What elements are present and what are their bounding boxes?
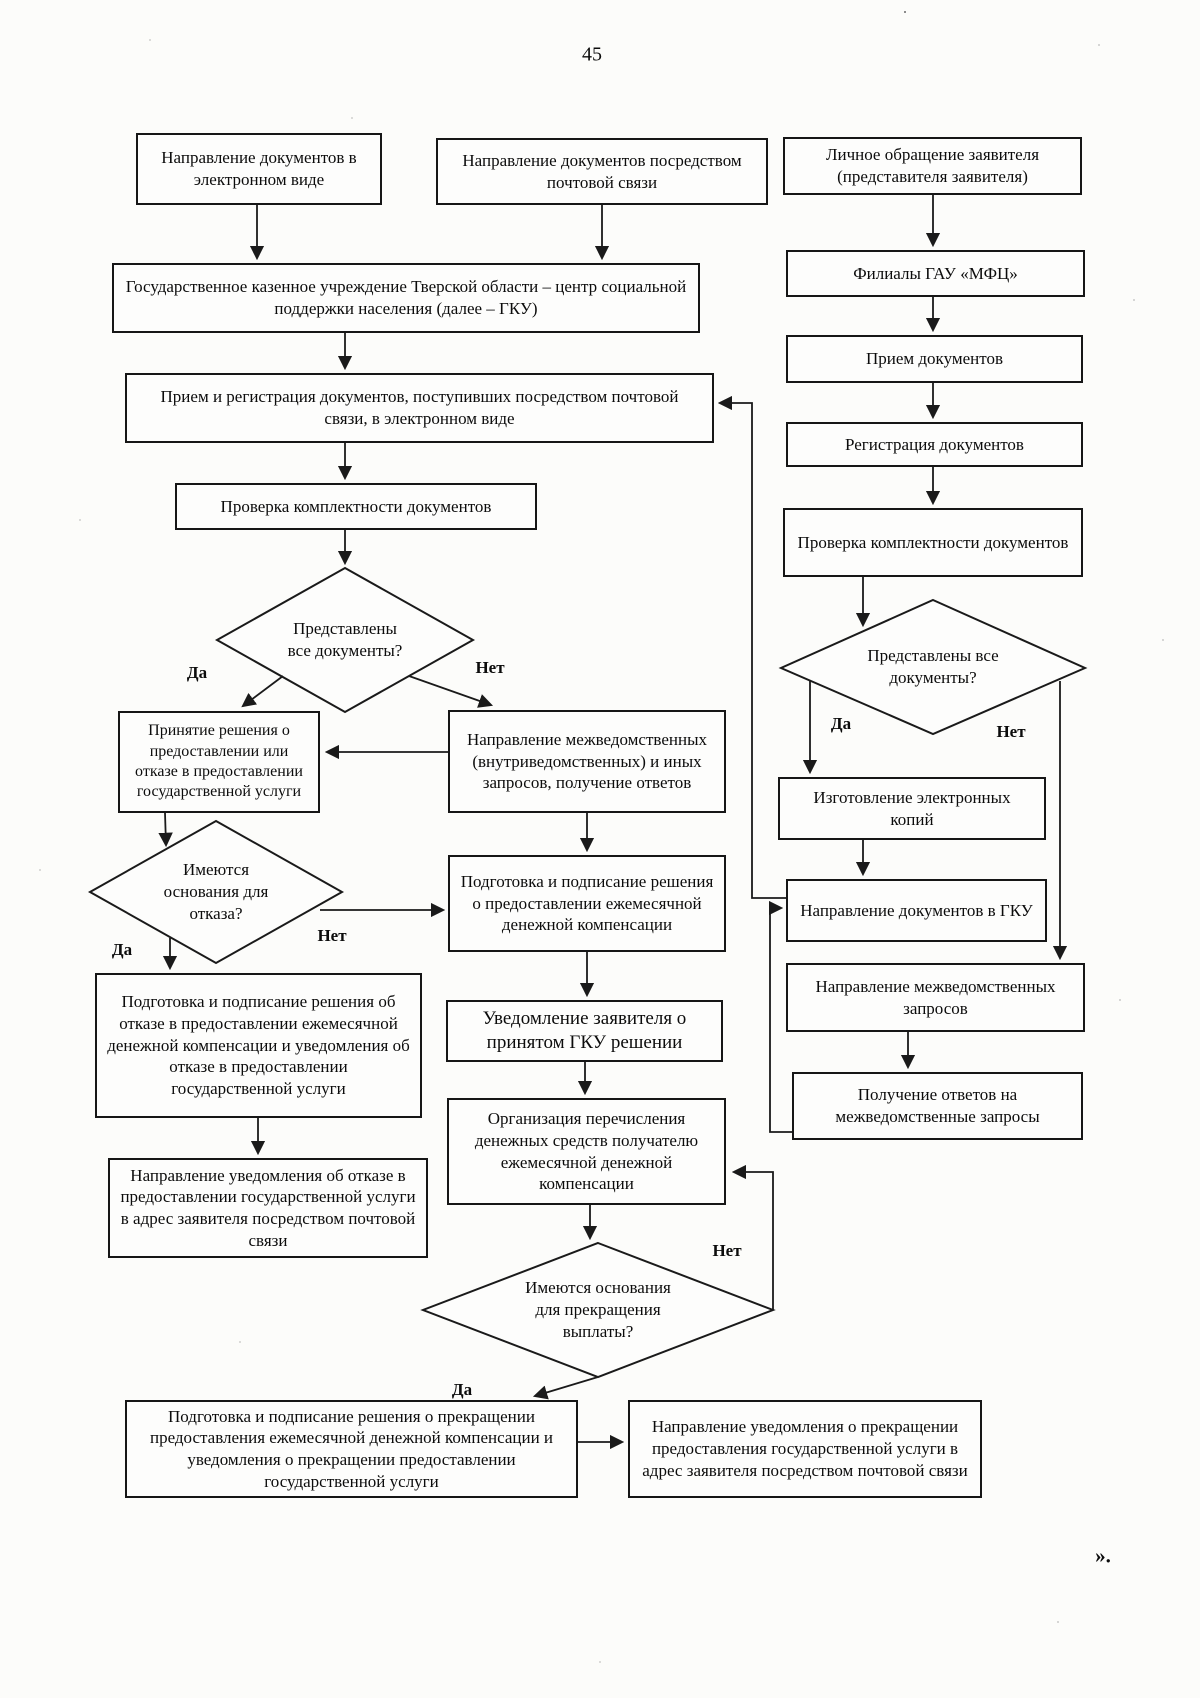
node-prepare-termination-decision-label: Подготовка и подписание решения о прекра… (149, 1406, 554, 1491)
branch-all-docs-mfc-yes: Да (830, 714, 852, 733)
decision-refusal-grounds-shape (87, 819, 345, 965)
node-personal-visit-label: Личное обращение заявителя (представител… (825, 145, 1040, 186)
node-send-refusal-notice-label: Направление уведомления об отказе в пред… (120, 1165, 416, 1250)
node-interagency-requests: Направление межведомственных (внутриведо… (448, 710, 726, 813)
edge-decision-no-to-requests (408, 675, 494, 708)
edge-responses-to-send-gku (768, 900, 792, 1133)
node-completeness-check: Проверка комплектности документов (175, 483, 537, 530)
node-send-electronic: Направление документов в электронном вид… (136, 133, 382, 205)
node-send-termination-notice: Направление уведомления о прекращении пр… (628, 1400, 982, 1498)
node-receive-responses-label: Получение ответов на межведомственные за… (835, 1085, 1040, 1126)
node-mfc-registration-label: Регистрация документов (845, 434, 1024, 454)
node-send-termination-notice-label: Направление уведомления о прекращении пр… (642, 1417, 968, 1480)
node-gku: Государственное казенное учреждение Твер… (112, 263, 700, 333)
node-mfc-completeness: Проверка комплектности документов (783, 508, 1083, 577)
edge-termination-yes-to-prepare (532, 1376, 599, 1400)
node-notify-applicant: Уведомление заявителя о принятом ГКУ реш… (446, 1000, 723, 1062)
branch-all-docs-mfc-no: Нет (996, 722, 1026, 741)
branch-termination-yes: Да (451, 1380, 473, 1399)
node-prepare-refusal-decision: Подготовка и подписание решения об отказ… (95, 973, 422, 1118)
page-number: 45 (582, 43, 602, 66)
node-prepare-grant-decision-label: Подготовка и подписание решения о предос… (460, 871, 714, 935)
node-notify-applicant-label: Уведомление заявителя о принятом ГКУ реш… (482, 1007, 687, 1053)
node-prepare-refusal-decision-label: Подготовка и подписание решения об отказ… (107, 992, 410, 1099)
node-completeness-check-label: Проверка комплектности документов (220, 496, 492, 516)
branch-refusal-no: Нет (317, 926, 347, 945)
node-prepare-termination-decision: Подготовка и подписание решения о прекра… (125, 1400, 578, 1498)
node-grant-or-refuse: Принятие решения о предоставлении или от… (118, 711, 320, 813)
node-mfc-branches-label: Филиалы ГАУ «МФЦ» (853, 263, 1018, 283)
node-send-electronic-label: Направление документов в электронном вид… (161, 148, 357, 189)
branch-all-docs-gku-no: Нет (475, 658, 505, 677)
node-grant-or-refuse-label: Принятие решения о предоставлении или от… (135, 722, 303, 801)
branch-all-docs-gku-yes: Да (186, 663, 208, 682)
node-arrange-transfer: Организация перечисления денежных средст… (447, 1098, 726, 1205)
decision-all-docs-gku-shape (214, 566, 476, 714)
node-send-docs-to-gku-label: Направление документов в ГКУ (800, 900, 1033, 920)
branch-termination-no: Нет (712, 1241, 742, 1260)
node-electronic-copies: Изготовление электронных копий (778, 777, 1046, 840)
node-reception-registration: Прием и регистрация документов, поступив… (125, 373, 714, 443)
node-prepare-grant-decision: Подготовка и подписание решения о предос… (448, 855, 726, 952)
node-electronic-copies-label: Изготовление электронных копий (813, 787, 1011, 829)
node-interagency-requests-label: Направление межведомственных (внутриведо… (466, 729, 707, 793)
node-personal-visit: Личное обращение заявителя (представител… (783, 137, 1082, 195)
decision-termination-grounds-shape (420, 1241, 776, 1379)
node-mfc-interagency-requests-label: Направление межведомственных запросов (815, 976, 1056, 1018)
branch-refusal-yes: Да (111, 940, 133, 959)
node-send-refusal-notice: Направление уведомления об отказе в пред… (108, 1158, 428, 1258)
edge-decision-yes-to-grant (241, 675, 284, 708)
edge-termination-no-loop (731, 1164, 774, 1310)
node-mfc-reception: Прием документов (786, 335, 1083, 383)
edge-send-gku-to-reception-loop (717, 395, 786, 899)
node-mfc-interagency-requests: Направление межведомственных запросов (786, 963, 1085, 1032)
node-mfc-completeness-label: Проверка комплектности документов (797, 532, 1069, 552)
decision-all-docs-mfc-shape (778, 598, 1088, 736)
node-send-postal: Направление документов посредством почто… (436, 138, 768, 205)
node-send-docs-to-gku: Направление документов в ГКУ (786, 879, 1047, 942)
node-mfc-branches: Филиалы ГАУ «МФЦ» (786, 250, 1085, 297)
node-send-postal-label: Направление документов посредством почто… (462, 150, 742, 192)
closing-quote-mark: ». (1095, 1543, 1111, 1568)
node-mfc-reception-label: Прием документов (865, 349, 1003, 369)
node-receive-responses: Получение ответов на межведомственные за… (792, 1072, 1083, 1140)
node-mfc-registration: Регистрация документов (786, 422, 1083, 467)
node-reception-registration-label: Прием и регистрация документов, поступив… (160, 387, 679, 428)
node-gku-label: Государственное казенное учреждение Твер… (125, 277, 687, 318)
node-arrange-transfer-label: Организация перечисления денежных средст… (474, 1109, 699, 1194)
edge-grant-to-refusal-decision (158, 812, 173, 848)
